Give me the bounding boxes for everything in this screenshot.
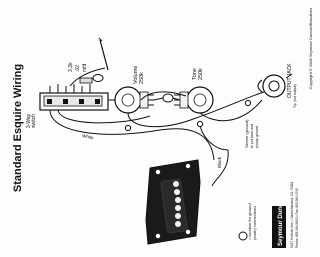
jack-label: OUTPUT JACK: [287, 63, 293, 98]
copyright: Copyright © 2008 Seymour Duncan/Bassline…: [308, 8, 313, 89]
switch-label: 3-Way: [26, 113, 32, 128]
black-wire-label: Black: [217, 156, 222, 168]
white-wire: [49, 109, 215, 161]
jack-tip-label: Tip (hot output): [293, 84, 297, 108]
black-wire: [211, 149, 229, 187]
brand-logo: [272, 206, 286, 248]
wiring: [49, 91, 265, 187]
cap-label-a: .02: [75, 65, 81, 72]
pole-piece: [174, 189, 180, 195]
hot-wire: [127, 91, 265, 128]
bridge-pickup: [145, 159, 201, 245]
ground-dot: [244, 99, 252, 107]
sleeve-line-1: Sleeve (ground): [244, 119, 249, 148]
volume-label: Volume: [133, 66, 139, 84]
volume-value: 250k: [139, 72, 145, 84]
volume-pot: [114, 86, 154, 114]
brand-name: Seymour Duncan.: [278, 195, 284, 246]
tone-capacitor: [153, 93, 181, 103]
sleeve-line-3: pickup ground: [255, 126, 259, 148]
resistor-cap-network: [69, 37, 109, 87]
ground-dot: [124, 124, 132, 132]
brand-phone: Phone: 805.964.9610 • Fax: 805.964.9749: [295, 188, 299, 248]
ground-note-2: (earth) connections: [252, 206, 257, 240]
switch-sublabel: switch: [31, 114, 37, 128]
tone-label: Tone: [192, 68, 198, 80]
tone-value: 250k: [198, 68, 204, 80]
ground-dot: [196, 120, 204, 128]
pole-piece: [175, 221, 181, 227]
sleeve-line-2: to pot back and: [250, 124, 254, 148]
ground-note-1: = location for ground: [247, 203, 252, 240]
three-way-switch: [39, 84, 109, 111]
resistor-label: 3.3k: [68, 62, 74, 72]
cap-label-c: mfd: [82, 63, 88, 72]
white-wire-label: White: [82, 133, 95, 140]
tone-pot: [174, 86, 214, 114]
pole-piece: [173, 181, 179, 187]
ground-legend-icon: [238, 231, 248, 241]
brand-address: 5427 Hollister Ave. • Santa Barbara, CA.…: [290, 181, 294, 248]
pole-piece: [175, 197, 181, 203]
pole-piece: [175, 205, 181, 211]
pole-piece: [175, 213, 181, 219]
diagram-title: Standard Esquire Wiring: [12, 64, 24, 192]
output-jack: [257, 73, 293, 98]
